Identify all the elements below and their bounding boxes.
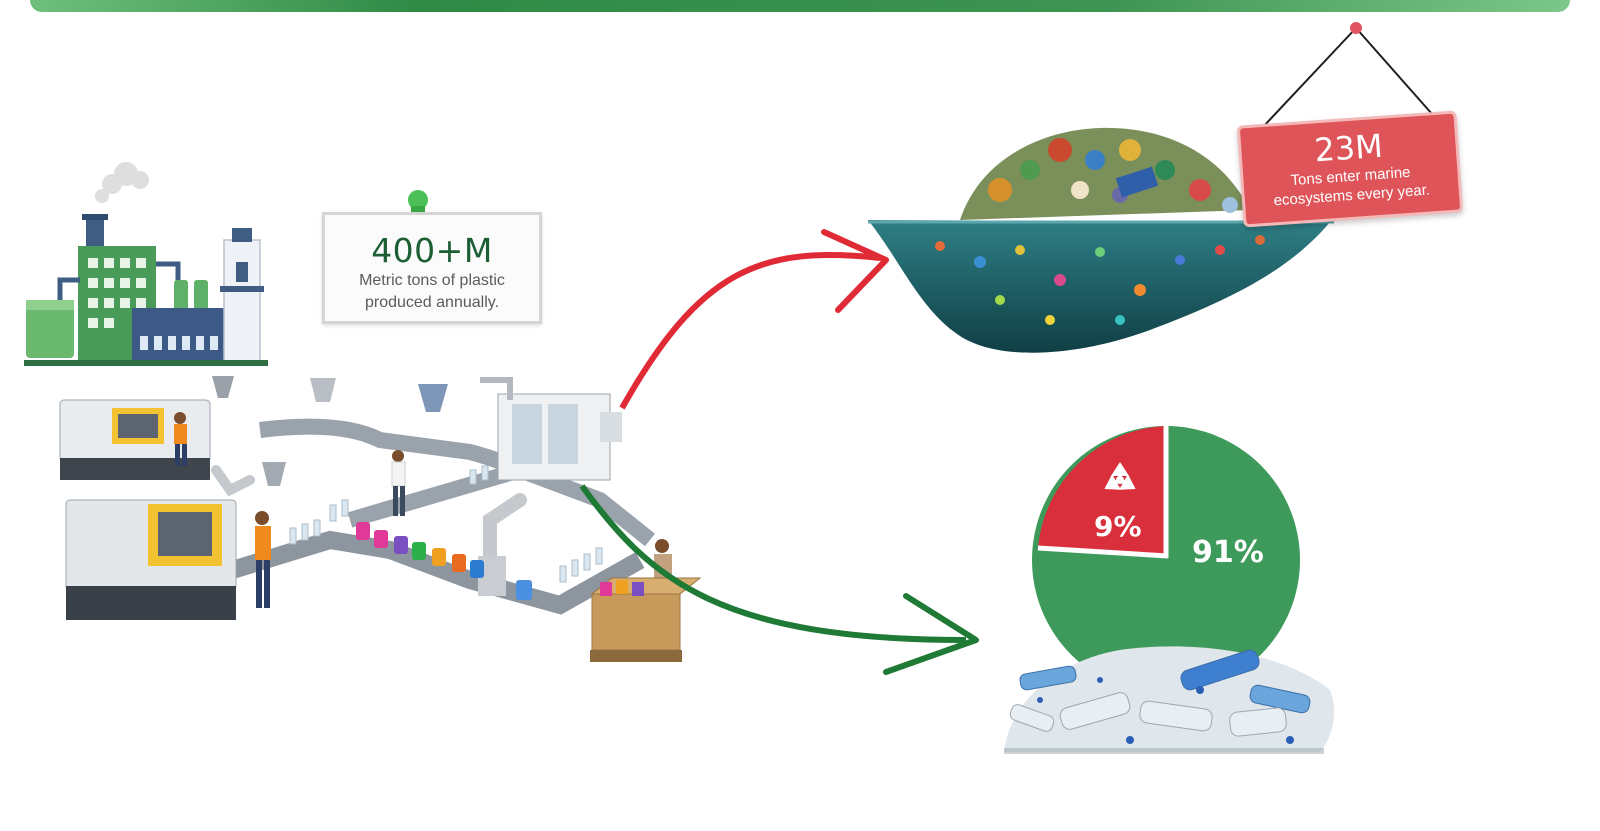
production-line-illustration (59, 376, 702, 662)
plastic-bottle-pile (1004, 646, 1335, 754)
arrow-to-ocean (619, 251, 881, 410)
marine-stat-sign: 23M Tons enter marine ecosystems every y… (1236, 110, 1464, 228)
worker-figure (255, 511, 271, 608)
cardboard-box (590, 577, 702, 662)
top-accent-bar (30, 0, 1570, 12)
ocean-debris-island (868, 127, 1334, 353)
factory-illustration (24, 162, 268, 366)
recycled-percentage: 9% (1094, 510, 1142, 543)
worker-figure (391, 450, 406, 516)
sign-hanger (1261, 22, 1433, 129)
arrow-to-recycling-head (883, 593, 979, 675)
worker-figure (174, 412, 187, 466)
arrow-to-recycling (579, 484, 967, 643)
recycle-icon (1104, 462, 1136, 490)
production-value: 400+M (371, 231, 493, 270)
production-line-1: Metric tons of plastic (359, 272, 505, 289)
not-recycled-percentage: 91% (1192, 535, 1264, 570)
production-stat-card: 400+M Metric tons of plastic produced an… (322, 212, 542, 324)
smoke-cloud (95, 162, 149, 203)
production-description: Metric tons of plastic produced annually… (335, 270, 529, 314)
recycling-pie-chart (1032, 426, 1300, 694)
arrow-to-ocean-head (821, 229, 889, 313)
production-line-2: produced annually. (364, 294, 500, 311)
